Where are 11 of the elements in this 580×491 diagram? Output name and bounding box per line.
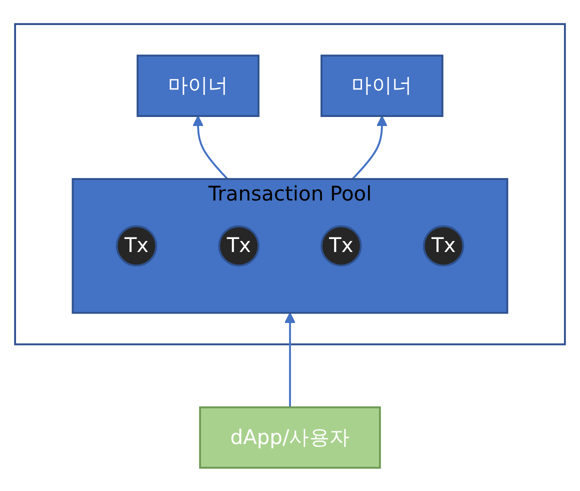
node-box: 마이너 <box>136 54 260 117</box>
arrow <box>352 115 388 180</box>
arrow <box>192 115 228 180</box>
arrow <box>284 312 296 407</box>
node-circle: Tx <box>320 224 362 266</box>
node-circle: Tx <box>422 224 464 266</box>
node-box: 마이너 <box>320 54 444 117</box>
node-box: dApp/사용자 <box>199 406 381 468</box>
node-circle: Tx <box>116 224 158 266</box>
cluster <box>14 22 566 345</box>
node-circle: Tx <box>218 224 260 266</box>
